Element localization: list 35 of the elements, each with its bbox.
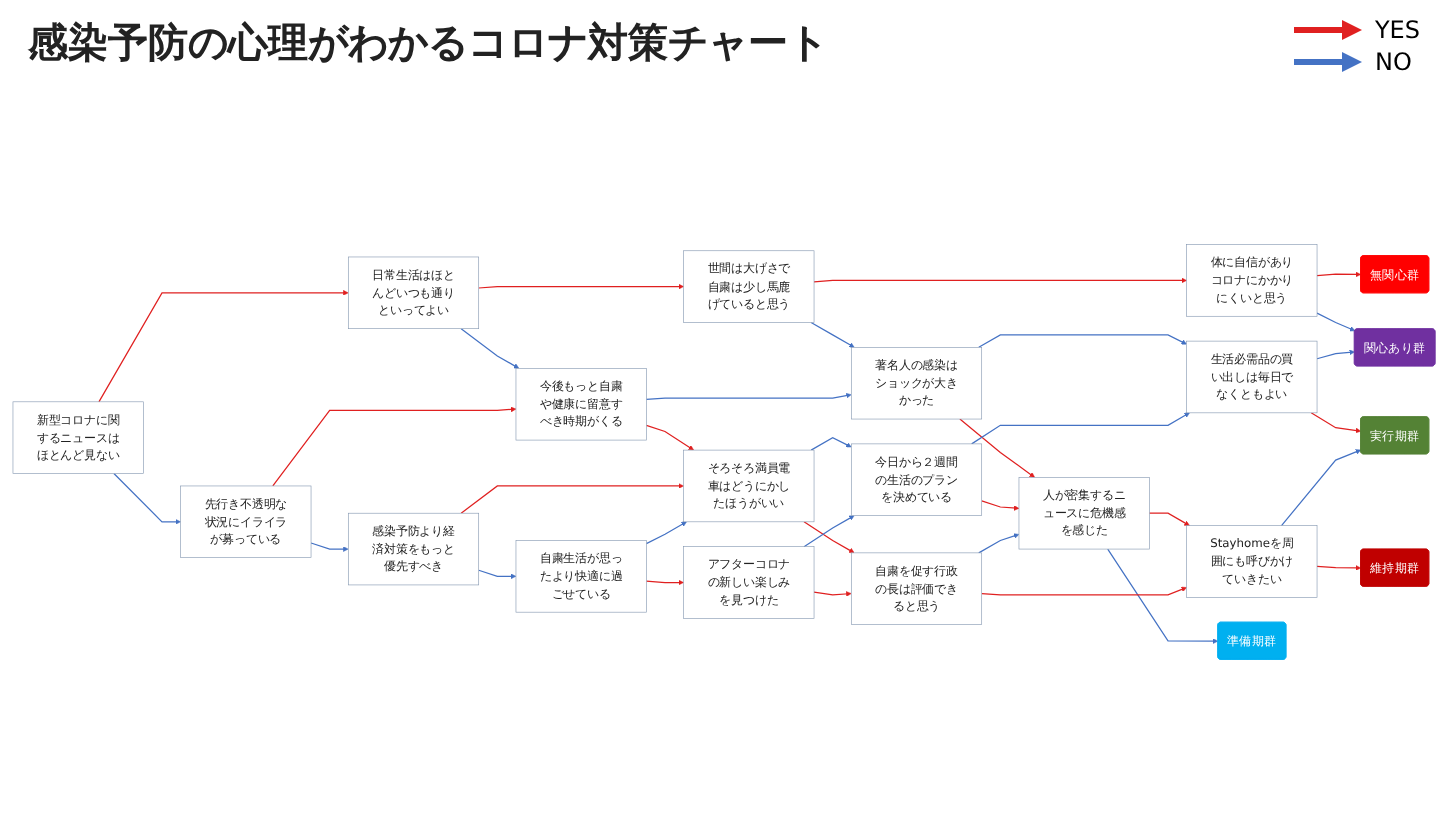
arrow	[460, 328, 520, 369]
arrow	[978, 533, 1020, 554]
arrow	[478, 283, 684, 290]
arrow	[460, 483, 684, 514]
arrow	[813, 591, 852, 597]
arrow	[803, 515, 855, 548]
arrow	[1280, 449, 1362, 527]
arrow	[1310, 412, 1362, 434]
arrow	[645, 424, 694, 451]
arrow	[978, 334, 1187, 348]
arrow	[645, 392, 852, 400]
arrow	[98, 290, 349, 403]
arrow	[645, 521, 687, 545]
arrow	[310, 542, 349, 552]
arrow	[803, 521, 855, 554]
arrow	[981, 500, 1020, 511]
arrow	[1316, 312, 1356, 332]
arrow	[1148, 512, 1190, 526]
arrow	[813, 277, 1187, 284]
arrow	[645, 579, 684, 586]
arrow	[1107, 548, 1219, 644]
arrow	[959, 418, 1035, 478]
arrow	[810, 321, 855, 348]
arrow	[1316, 565, 1362, 571]
arrow	[478, 569, 517, 580]
arrow	[1316, 271, 1362, 278]
legend-label: NO	[1374, 48, 1412, 76]
chart-title: 感染予防の心理がわかるコロナ対策チャート	[28, 16, 828, 70]
arrow	[971, 412, 1190, 445]
arrow	[272, 406, 517, 487]
legend-label: YES	[1374, 16, 1420, 44]
arrow	[981, 586, 1187, 596]
arrow	[810, 436, 852, 451]
arrow	[113, 472, 181, 525]
arrow	[1316, 349, 1355, 360]
